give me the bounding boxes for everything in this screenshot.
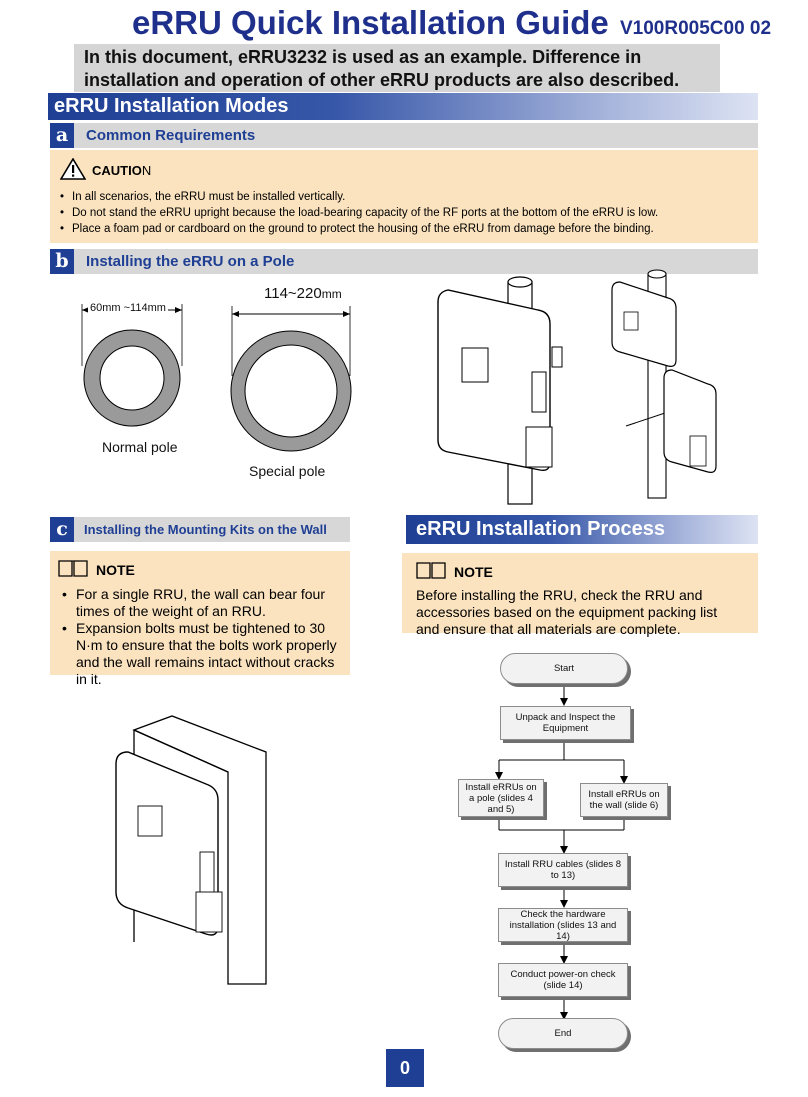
list-item: Do not stand the eRRU upright because th… (60, 205, 748, 221)
intro-text: In this document, eRRU3232 is used as an… (74, 44, 720, 92)
list-item: In all scenarios, the eRRU must be insta… (60, 189, 748, 205)
flow-end: End (498, 1018, 628, 1049)
list-item: For a single RRU, the wall can bear four… (58, 586, 342, 620)
caution-label: CAUTIO (92, 163, 142, 178)
process-note-box: NOTE Before installing the RRU, check th… (402, 553, 758, 637)
version-label: V100R005C00 02 (620, 18, 772, 39)
flow-check-hardware: Check the hardware installation (slides … (498, 908, 628, 942)
subsection-letter: a (50, 123, 74, 148)
flow-start: Start (500, 653, 628, 684)
subsection-wall: c Installing the Mounting Kits on the Wa… (50, 517, 350, 542)
normal-pole-diagram (81, 304, 183, 427)
flow-power-on-check: Conduct power-on check (slide 14) (498, 963, 628, 997)
page-title: eRRU Quick Installation Guide (132, 4, 609, 41)
erru-wall-illustration (115, 715, 267, 985)
list-item: Expansion bolts must be tightened to 30 … (58, 620, 342, 688)
normal-pole-caption: Normal pole (102, 439, 178, 455)
special-pole-caption: Special pole (249, 463, 326, 479)
book-icon (416, 561, 446, 582)
caution-label-tail: N (141, 163, 152, 178)
flow-install-pole: Install eRRUs on a pole (slides 4 and 5) (458, 779, 544, 817)
subsection-label: Installing the Mounting Kits on the Wall (84, 522, 327, 537)
warning-icon (59, 157, 87, 183)
note-label: NOTE (454, 563, 493, 580)
subsection-letter: b (50, 249, 74, 274)
note-list: For a single RRU, the wall can bear four… (58, 586, 342, 688)
section-installation-modes: eRRU Installation Modes (48, 93, 758, 120)
subsection-label: Installing the eRRU on a Pole (86, 253, 295, 270)
erru-pole-illustration (437, 276, 563, 505)
note-label: NOTE (96, 561, 135, 578)
subsection-pole: b Installing the eRRU on a Pole (50, 249, 758, 274)
flow-install-wall: Install eRRUs on the wall (slide 6) (580, 783, 668, 817)
special-pole-diagram (230, 306, 352, 452)
wall-note-box: NOTE For a single RRU, the wall can bear… (50, 551, 350, 687)
subsection-label: Common Requirements (86, 127, 256, 144)
flow-install-cables: Install RRU cables (slides 8 to 13) (498, 853, 628, 887)
subsection-letter: c (50, 517, 74, 542)
erru-stacked-pole-illustration (611, 269, 717, 499)
list-item: Place a foam pad or cardboard on the gro… (60, 221, 748, 237)
special-pole-dimension: 114~220mm (264, 285, 342, 302)
subsection-common-requirements: a Common Requirements (50, 123, 758, 148)
flow-unpack: Unpack and Inspect the Equipment (500, 706, 631, 740)
caution-box: CAUTION In all scenarios, the eRRU must … (50, 150, 758, 243)
flowchart-connectors (495, 684, 628, 1020)
caution-list: In all scenarios, the eRRU must be insta… (60, 189, 748, 237)
page-number: 0 (386, 1049, 424, 1087)
section-installation-process: eRRU Installation Process (406, 515, 758, 544)
caution-header: CAUTION (59, 157, 748, 183)
normal-pole-dimension: 60mm ~114mm (88, 302, 168, 314)
note-header: NOTE (416, 561, 744, 582)
note-header: NOTE (58, 559, 342, 580)
book-icon (58, 559, 88, 580)
note-text: Before installing the RRU, check the RRU… (416, 587, 718, 637)
